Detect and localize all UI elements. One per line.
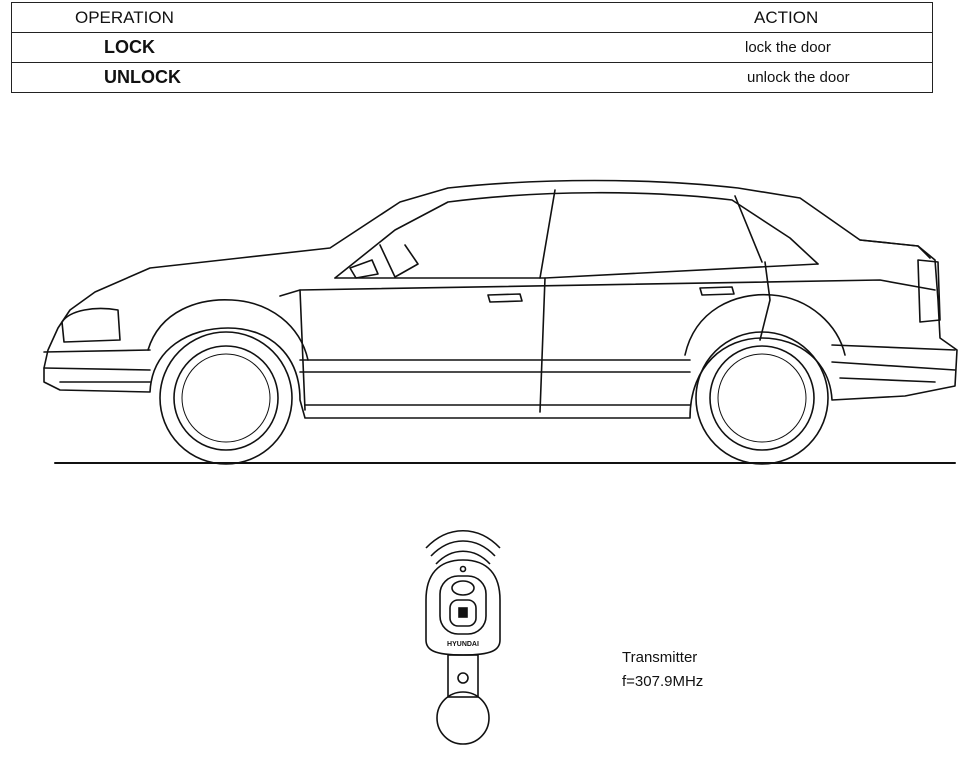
transmitter-label: Transmitter f=307.9MHz <box>622 646 703 694</box>
front-rim <box>174 346 278 450</box>
row-action-unlock: unlock the door <box>500 63 933 93</box>
trunk-line <box>860 240 930 258</box>
signal-wave-icon <box>426 531 500 548</box>
operation-table: OPERATION ACTION LOCK lock the door UNLO… <box>11 2 933 93</box>
rear-bumper <box>832 345 955 382</box>
car-side-view-drawing <box>0 150 970 470</box>
led-indicator <box>461 567 466 572</box>
transmitter-title: Transmitter <box>622 646 703 670</box>
front-bumper <box>44 350 150 382</box>
belt-line <box>280 280 935 296</box>
key-ring <box>437 692 489 744</box>
front-hub <box>182 354 270 442</box>
rear-door-edge <box>760 262 770 340</box>
rear-door-handle <box>700 287 734 295</box>
header-operation: OPERATION <box>12 3 501 33</box>
window-lower-line <box>335 264 818 278</box>
table-header-row: OPERATION ACTION <box>12 3 933 33</box>
door-split <box>540 278 545 412</box>
rear-tire <box>696 332 828 464</box>
front-tire <box>160 332 292 464</box>
row-operation-unlock: UNLOCK <box>12 63 501 93</box>
transmitter-key-fob: HYUNDAI <box>408 520 518 760</box>
header-action: ACTION <box>500 3 933 33</box>
row-action-lock: lock the door <box>500 33 933 63</box>
rear-hub <box>718 354 806 442</box>
b-pillar <box>540 190 555 278</box>
rear-rim <box>710 346 814 450</box>
key-blade <box>448 655 478 697</box>
window-frame <box>335 193 818 278</box>
headlight <box>62 309 120 343</box>
lock-button <box>452 581 474 595</box>
c-pillar <box>735 196 762 262</box>
table-row: UNLOCK unlock the door <box>12 63 933 93</box>
key-hole <box>458 673 468 683</box>
front-door-handle <box>488 294 522 302</box>
row-operation-lock: LOCK <box>12 33 501 63</box>
front-window-divider <box>380 245 418 277</box>
transmitter-frequency: f=307.9MHz <box>622 670 703 694</box>
car-body-outline <box>44 181 957 419</box>
lock-icon <box>459 608 467 617</box>
brand-logo: HYUNDAI <box>447 641 479 648</box>
table-row: LOCK lock the door <box>12 33 933 63</box>
